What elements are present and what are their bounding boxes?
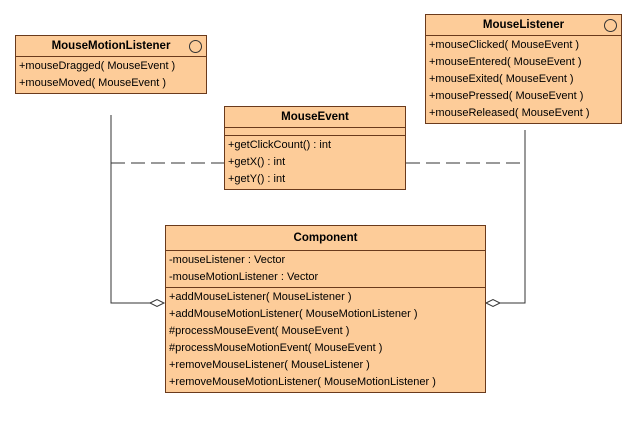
class-name: MouseMotionListener [51, 40, 171, 52]
class-name: Component [293, 232, 358, 244]
class-title: Component [166, 226, 485, 250]
class-title: MouseMotionListener [16, 36, 206, 56]
interface-circle-icon [189, 40, 202, 53]
class-name: MouseEvent [281, 111, 349, 123]
operations-section: +mouseClicked( MouseEvent ) +mouseEntere… [426, 35, 621, 123]
class-title: MouseEvent [225, 107, 405, 127]
attribute: -mouseListener : Vector [169, 254, 286, 266]
class-mouse-listener[interactable]: MouseListener +mouseClicked( MouseEvent … [425, 14, 622, 124]
interface-circle-icon [604, 19, 617, 32]
operation: +addMouseListener( MouseListener ) [169, 291, 352, 303]
operation: +addMouseMotionListener( MouseMotionList… [169, 308, 418, 320]
attribute: -mouseMotionListener : Vector [169, 271, 319, 283]
class-name: MouseListener [482, 19, 565, 31]
operations-section: +mouseDragged( MouseEvent ) +mouseMoved(… [16, 56, 206, 93]
attributes-section [225, 127, 405, 135]
class-title: MouseListener [426, 15, 621, 35]
operation: +mouseExited( MouseEvent ) [429, 73, 574, 85]
operation: #processMouseEvent( MouseEvent ) [169, 325, 350, 337]
operation: +mouseEntered( MouseEvent ) [429, 56, 582, 68]
operation: +getClickCount() : int [228, 139, 332, 151]
aggregation-diamond-right [484, 298, 502, 308]
operation: +getX() : int [228, 156, 286, 168]
operation: +mouseReleased( MouseEvent ) [429, 107, 590, 119]
operations-section: +getClickCount() : int +getX() : int +ge… [225, 135, 405, 189]
operation: +getY() : int [228, 173, 286, 185]
operation: +mouseDragged( MouseEvent ) [19, 60, 176, 72]
class-component[interactable]: Component -mouseListener : Vector -mouse… [165, 225, 486, 393]
aggregation-diamond-left [148, 298, 166, 308]
attributes-section: -mouseListener : Vector -mouseMotionList… [166, 250, 485, 287]
operations-section: +addMouseListener( MouseListener ) +addM… [166, 287, 485, 392]
class-mouse-event[interactable]: MouseEvent +getClickCount() : int +getX(… [224, 106, 406, 190]
aggregation-line-motion-listener [110, 115, 150, 304]
operation: #processMouseMotionEvent( MouseEvent ) [169, 342, 383, 354]
class-mouse-motion-listener[interactable]: MouseMotionListener +mouseDragged( Mouse… [15, 35, 207, 94]
operation: +removeMouseListener( MouseListener ) [169, 359, 370, 371]
operation: +removeMouseMotionListener( MouseMotionL… [169, 376, 436, 388]
operation: +mouseMoved( MouseEvent ) [19, 77, 167, 89]
operation: +mousePressed( MouseEvent ) [429, 90, 584, 102]
aggregation-line-listener [500, 130, 526, 304]
operation: +mouseClicked( MouseEvent ) [429, 39, 580, 51]
